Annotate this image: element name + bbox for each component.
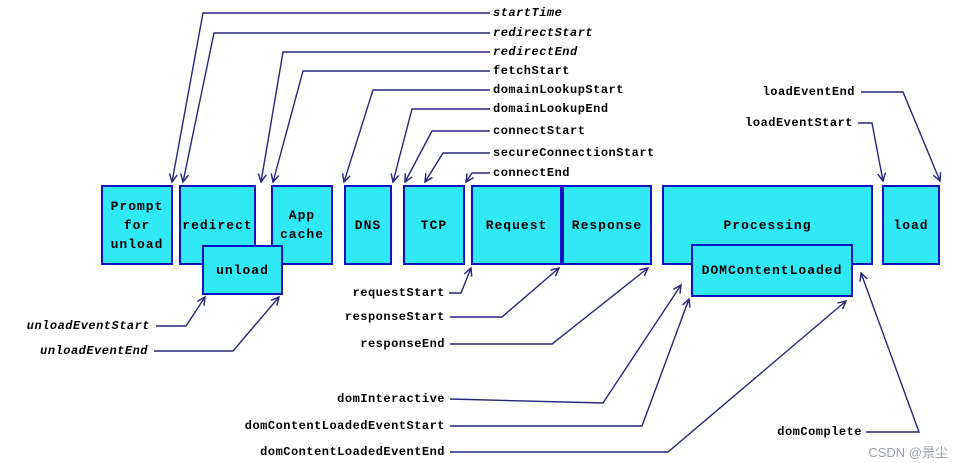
connector-startTime — [168, 12, 490, 184]
connector-loadEventEnd — [861, 91, 942, 183]
label-loadEventStart: loadEventStart — [745, 116, 853, 130]
label-domInteractive: domInteractive — [337, 392, 445, 406]
stage-box-load: load — [882, 185, 940, 265]
connector-loadEventStart — [858, 122, 887, 183]
label-requestStart: requestStart — [352, 286, 445, 300]
connector-domainLookupEnd — [390, 108, 490, 184]
connector-redirectStart — [180, 32, 490, 184]
connector-redirectEnd — [257, 51, 490, 184]
stage-box-dom-content-loaded: DOMContentLoaded — [691, 244, 853, 297]
label-redirectEnd: redirectEnd — [493, 45, 578, 59]
stage-box-prompt-for-unload: Prompt for unload — [101, 185, 173, 265]
label-domainLookupEnd: domainLookupEnd — [493, 102, 609, 116]
connector-unloadEventEnd — [154, 295, 281, 352]
stage-box-response: Response — [562, 185, 652, 265]
label-fetchStart: fetchStart — [493, 64, 571, 78]
connector-unloadEventStart — [156, 295, 206, 327]
connector-domainLookupStart — [341, 89, 490, 184]
connector-requestStart — [449, 266, 473, 294]
connector-domInteractive — [449, 283, 682, 404]
stage-box-dns: DNS — [344, 185, 392, 265]
label-loadEventEnd: loadEventEnd — [762, 85, 855, 99]
label-unloadEventEnd: unloadEventEnd — [40, 344, 148, 358]
label-startTime: startTime — [493, 6, 563, 20]
label-domContentLoadedEventStart: domContentLoadedEventStart — [244, 419, 445, 433]
connector-domComplete — [859, 271, 921, 433]
label-domContentLoadedEventEnd: domContentLoadedEventEnd — [260, 445, 445, 459]
connector-domContentLoadedEventStart — [450, 297, 691, 427]
csdn-watermark: CSDN @景尘 — [868, 445, 948, 460]
connector-connectEnd — [465, 172, 490, 184]
label-domainLookupStart: domainLookupStart — [493, 83, 624, 97]
label-domComplete: domComplete — [777, 425, 862, 439]
label-connectEnd: connectEnd — [493, 166, 571, 180]
label-redirectStart: redirectStart — [493, 26, 594, 40]
connector-responseStart — [450, 266, 561, 318]
connector-secureConnectionStart — [424, 152, 490, 184]
connector-responseEnd — [450, 266, 650, 345]
label-secureConnectionStart: secureConnectionStart — [493, 146, 655, 160]
connector-fetchStart — [270, 70, 490, 184]
label-unloadEventStart: unloadEventStart — [26, 319, 150, 333]
stage-box-request: Request — [471, 185, 562, 265]
stage-box-unload: unload — [202, 245, 283, 295]
label-responseStart: responseStart — [344, 310, 445, 324]
label-connectStart: connectStart — [493, 124, 586, 138]
connector-connectStart — [404, 130, 490, 184]
label-responseEnd: responseEnd — [360, 337, 445, 351]
stage-box-tcp: TCP — [403, 185, 465, 265]
